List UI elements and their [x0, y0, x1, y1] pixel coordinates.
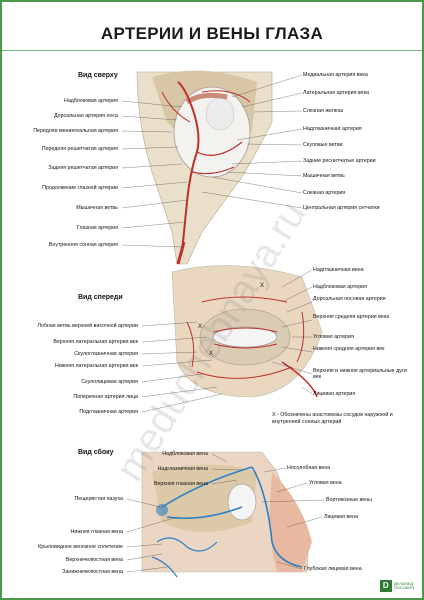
front-right-label-6: Верхняя и нижняя артериальные дуги век: [313, 368, 407, 380]
front-right-label-7: Лицевая артерия: [313, 391, 356, 397]
top-left-label-1: Дорсальная артерия носа: [54, 113, 118, 119]
brand-logo: D ДЕЛАМЕД ПОСОБИЯ: [379, 580, 414, 592]
top-left-label-3: Передняя решетчатая артерия: [41, 146, 118, 152]
side-right-label-4: Глубокая лицевая вена: [304, 566, 362, 572]
anastomosis-note: X - Обозначены анастомозы сосудов наружн…: [272, 412, 393, 425]
top-left-label-6: Мышечная ветвь: [76, 205, 118, 211]
front-right-label-1: Надблоковая артерия: [313, 284, 367, 290]
front-left-label-6: Подглазничная артерия: [79, 409, 138, 415]
front-right-label-4: Угловая артерия: [313, 334, 354, 340]
front-right-label-3: Верхняя средняя артерия века: [313, 314, 390, 320]
top-left-label-4: Задняя решетчатая артерия: [48, 165, 118, 171]
side-view-heading: Вид сбоку: [78, 449, 114, 456]
top-right-label-1: Латеральная артерия века: [303, 90, 369, 96]
top-right-label-8: Центральная артерия сетчатки: [303, 205, 380, 211]
side-left-label-4: Занижнечелюстная вена: [62, 569, 123, 575]
leader-lines: [121, 74, 325, 573]
top-left-label-0: Надблоковая артерия: [64, 98, 118, 104]
side-right-label-2: Вортикозные вены: [326, 497, 372, 503]
top-right-label-3: Надглазничная артерия: [303, 126, 362, 132]
front-left-label-0: Лобная ветвь верхней височной артерии: [37, 323, 138, 329]
side-left-label-1: Нижняя глазная вена: [70, 529, 123, 535]
side-right-label-3: Лицевая вена: [324, 514, 358, 520]
brand-line-1: ДЕЛАМЕД: [393, 581, 414, 586]
side-top-label-2: Верхняя глазная вена: [153, 481, 208, 487]
top-left-label-2: Передняя менингеальная артерия: [33, 128, 118, 134]
brand-line-2: ПОСОБИЯ: [393, 585, 414, 590]
side-left-label-3: Верхнечелюстная вена: [65, 557, 123, 563]
top-view-illustration: [136, 70, 273, 265]
top-left-label-7: Глазная артерия: [76, 225, 118, 231]
front-left-label-2: Скулоглазничная артерия: [74, 351, 138, 357]
side-right-label-1: Угловая вена: [309, 480, 342, 486]
anastomosis-marker-1: X: [260, 283, 265, 289]
side-left-label-0: Пещеристая пазуха: [74, 496, 123, 502]
page-title: АРТЕРИИ И ВЕНЫ ГЛАЗА: [100, 24, 324, 43]
front-left-label-1: Верхняя латеральная артерия век: [53, 339, 138, 345]
top-right-label-2: Слезная железа: [303, 108, 343, 114]
brand-mark: D: [379, 580, 392, 592]
front-view-illustration: [171, 265, 323, 398]
top-right-label-4: Скуловые ветви: [303, 142, 343, 148]
side-top-label-0: Надблоковая вена: [162, 451, 208, 457]
top-right-label-7: Слезная артерия: [303, 190, 346, 196]
front-right-label-2: Дорсальная носовая артерия: [313, 296, 386, 302]
side-left-label-2: Крыловидное венозное сплетение: [38, 544, 123, 550]
top-right-label-0: Медиальная артерия века: [303, 72, 368, 78]
title-divider: [2, 50, 422, 51]
top-right-label-5: Задние реснитчатые артерии: [303, 158, 376, 164]
top-view-heading: Вид сверху: [78, 72, 118, 79]
top-right-label-6: Мышечная ветвь: [303, 173, 345, 179]
front-left-label-3: Нижняя латеральная артерия век: [55, 363, 138, 369]
anastomosis-marker-2: X: [198, 324, 203, 330]
front-left-label-4: Скулолицевая артерия: [81, 379, 138, 385]
front-left-label-5: Поперечная артерия лица: [73, 394, 138, 400]
front-right-label-0: Надглазничная вена: [313, 267, 364, 273]
top-left-label-8: Внутренняя сонная артерия: [48, 242, 118, 248]
side-top-label-1: Надглазничная вена: [157, 466, 208, 472]
side-view-illustration: [141, 451, 312, 578]
front-right-label-5: Нижняя средняя артерия век: [313, 346, 385, 352]
side-right-label-0: Носолобная вена: [287, 465, 331, 471]
front-view-heading: Вид спереди: [78, 294, 123, 301]
top-left-label-5: Продолжение глазной артерии: [42, 185, 118, 191]
anastomosis-marker-3: X: [209, 351, 214, 357]
